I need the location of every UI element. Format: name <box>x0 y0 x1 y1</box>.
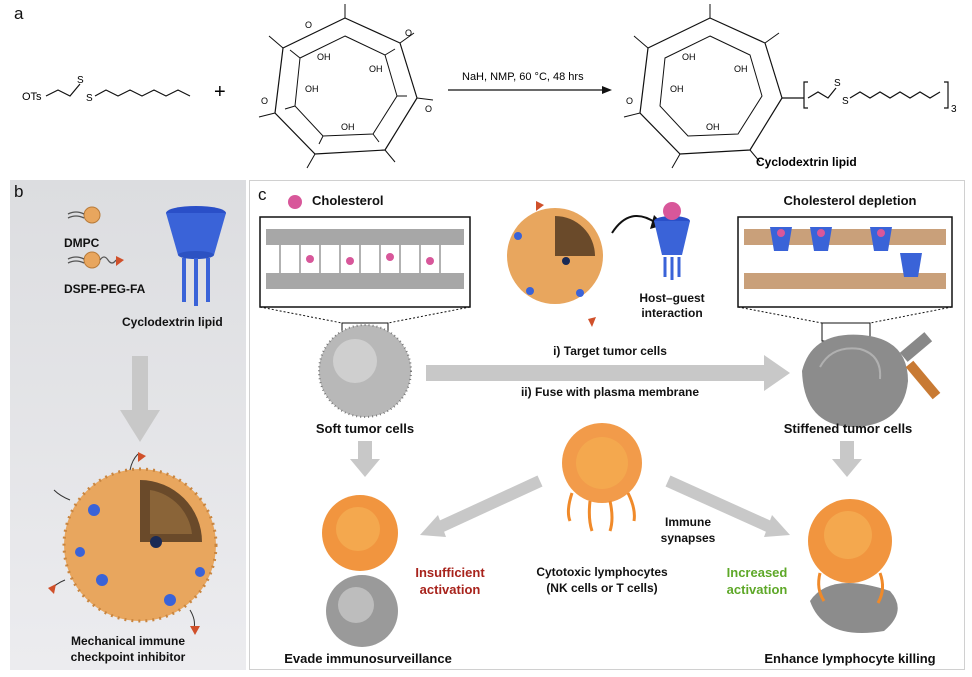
o-methoxy-1: O <box>305 20 312 30</box>
product-sulfur-2: S <box>842 96 849 107</box>
insufficient-label-2: activation <box>419 582 481 597</box>
panel-c: c <box>249 180 965 670</box>
soft-tumor-cell-icon <box>318 324 412 418</box>
soft-membrane-box <box>259 216 471 342</box>
oh-4: OH <box>305 84 319 94</box>
soft-tumor-label: Soft tumor cells <box>315 421 415 436</box>
product-oh-1: OH <box>682 52 696 62</box>
host-guest-label-2: interaction <box>641 306 703 320</box>
stiff-membrane-box <box>737 216 953 342</box>
sulfur-2: S <box>86 93 93 104</box>
panel-b-graphics <box>48 206 226 635</box>
panel-c-graphics <box>259 195 953 647</box>
host-guest-cyclodextrin-icon <box>654 202 690 280</box>
product-oh-4: OH <box>670 84 684 94</box>
liposome-inhibitor-icon <box>48 452 218 635</box>
increased-synapse-icon <box>808 499 898 633</box>
cyclodextrin-lipid-icon <box>166 206 226 306</box>
hammer-icon <box>899 332 941 400</box>
cholesterol-depletion-label: Cholesterol depletion <box>783 193 917 208</box>
dmpc-lipid-icon <box>67 206 101 224</box>
product-oh-3: OH <box>706 122 720 132</box>
plus-sign: + <box>214 81 226 103</box>
panel-a-letter: a <box>14 4 24 23</box>
insufficient-label-1: Insufficient <box>415 565 485 580</box>
cholesterol-icon <box>288 195 302 209</box>
o-methoxy-2: O <box>405 28 412 38</box>
fuse-membrane-label: ii) Fuse with plasma membrane <box>520 385 700 399</box>
immune-synapses-label-2: synapses <box>660 531 716 545</box>
soft-down-arrow <box>350 441 380 477</box>
reaction-conditions: NaH, NMP, 60 °C, 48 hrs <box>462 71 584 83</box>
increased-label-1: Increased <box>726 565 788 580</box>
insufficient-arrow <box>420 475 543 537</box>
product-sulfur-1: S <box>834 78 841 89</box>
dspe-peg-fa-label: DSPE-PEG-FA <box>64 282 146 296</box>
product-o-methoxy: O <box>626 96 633 106</box>
cytotoxic-lymphocyte-icon <box>562 423 642 532</box>
o-methoxy-3: O <box>425 104 432 114</box>
immune-synapses-label-1: Immune <box>664 515 711 529</box>
increased-label-2: activation <box>726 582 788 597</box>
increased-arrow <box>665 475 790 537</box>
cyclodextrin-reactant: OH OH OH OH O O O O <box>258 4 434 169</box>
product-subscript: 3 <box>951 104 957 115</box>
inhibitor-label-1: Mechanical immune <box>70 634 186 648</box>
dspe-peg-fa-icon <box>67 251 124 269</box>
reaction-arrow: NaH, NMP, 60 °C, 48 hrs <box>448 71 612 94</box>
cytotoxic-label-2: (NK cells or T cells) <box>546 581 658 595</box>
panel-b-letter: b <box>14 182 24 201</box>
cyclodextrin-lipid-b-label: Cyclodextrin lipid <box>122 315 223 329</box>
stiffened-tumor-cell-icon <box>802 334 908 428</box>
host-guest-label-1: Host–guest <box>639 291 705 305</box>
panel-a-scheme: OTs S S + OH OH OH OH O O O O NaH, NMP, … <box>22 4 957 169</box>
insufficient-synapse-icon <box>322 495 398 647</box>
stiffened-tumor-label: Stiffened tumor cells <box>783 421 913 436</box>
cholesterol-label: Cholesterol <box>312 193 384 208</box>
oh-1: OH <box>317 52 331 62</box>
dmpc-label: DMPC <box>64 236 100 250</box>
enhance-label: Enhance lymphocyte killing <box>764 651 936 666</box>
targeting-arrow <box>426 355 790 391</box>
product-oh-2: OH <box>734 64 748 74</box>
panel-c-letter: c <box>258 185 267 204</box>
thioether-tosylate-molecule: OTs S S <box>22 75 191 104</box>
o-methoxy-4: O <box>261 96 268 106</box>
cytotoxic-label-1: Cytotoxic lymphocytes <box>536 565 668 579</box>
ots-label: OTs <box>22 91 42 103</box>
stiff-down-arrow <box>832 441 862 477</box>
inhibitor-label-2: checkpoint inhibitor <box>70 650 186 664</box>
panel-b: b <box>10 180 246 670</box>
assembly-arrow <box>120 356 160 442</box>
oh-2: OH <box>369 64 383 74</box>
cyclodextrin-product: OH OH OH OH O S S 3 <box>623 4 957 169</box>
evade-label: Evade immunosurveillance <box>284 651 452 666</box>
sulfur-1: S <box>77 75 84 86</box>
oh-3: OH <box>341 122 355 132</box>
target-tumor-label: i) Target tumor cells <box>553 344 667 358</box>
liposome-fusion-icon <box>507 201 603 327</box>
cyclodextrin-lipid-label: Cyclodextrin lipid <box>756 155 857 169</box>
